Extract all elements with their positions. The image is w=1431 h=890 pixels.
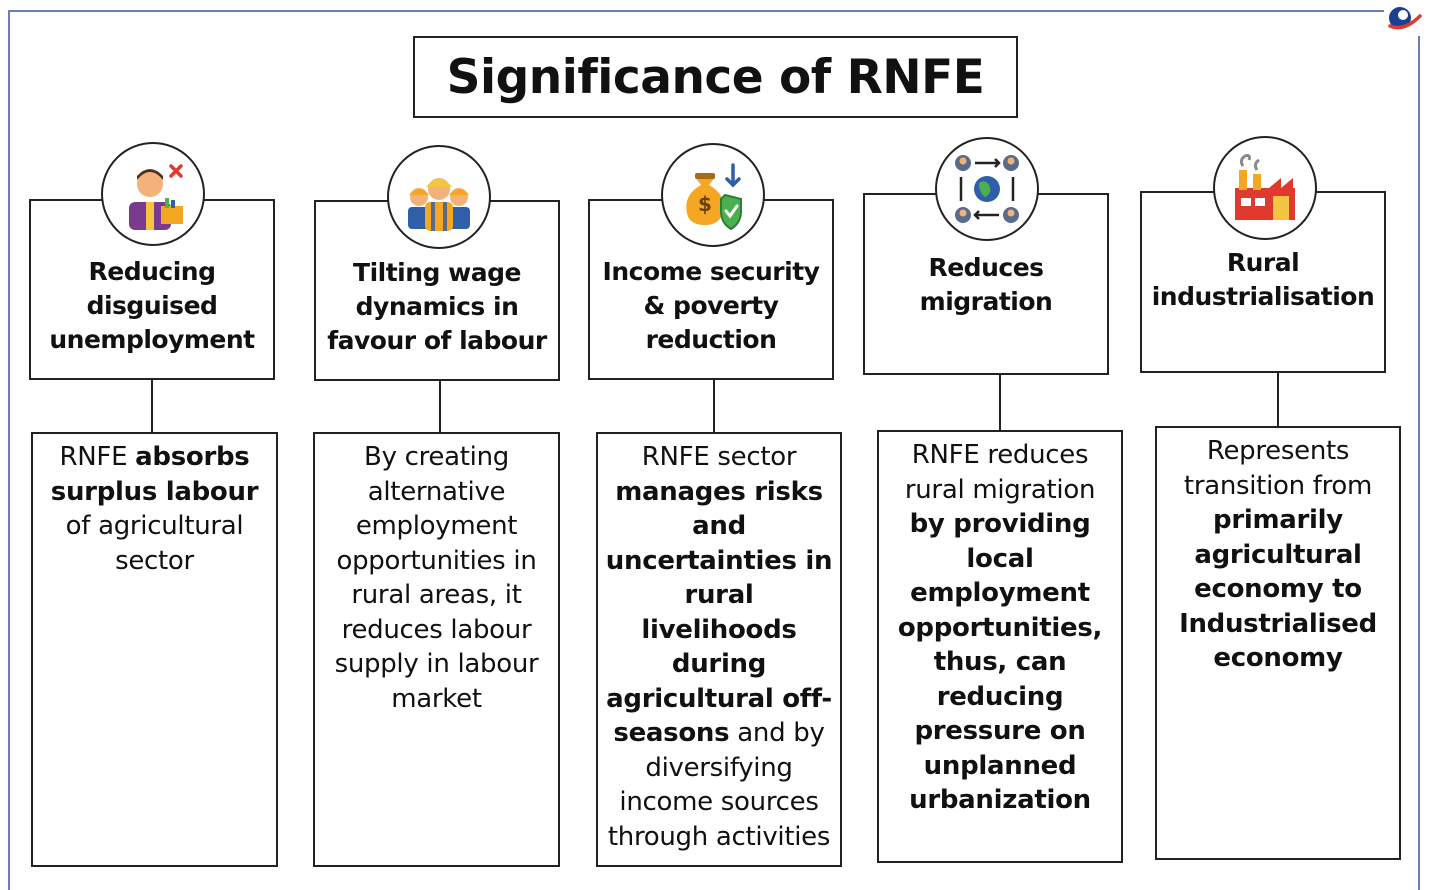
description-box-1: RNFE absorbs surplus labour of agricultu… bbox=[31, 432, 278, 867]
description-box-3: RNFE sector manages risks and uncertaint… bbox=[596, 432, 842, 867]
description-regular-text: By creating alternative employment oppor… bbox=[334, 442, 539, 714]
heading-text: Income security & poverty reduction bbox=[602, 256, 820, 354]
description-text: RNFE sector manages risks and uncertaint… bbox=[605, 442, 833, 852]
description-text: RNFE absorbs surplus labour of agricultu… bbox=[50, 442, 259, 576]
page-title: Significance of RNFE bbox=[413, 36, 1018, 118]
svg-text:$: $ bbox=[698, 192, 712, 216]
connector-line bbox=[999, 375, 1001, 431]
heading-box-1: Reducing disguised unemployment bbox=[29, 199, 275, 380]
description-text: Represents transition from primarily agr… bbox=[1179, 436, 1377, 673]
connector-line bbox=[1277, 373, 1279, 427]
description-box-2: By creating alternative employment oppor… bbox=[313, 432, 560, 867]
description-regular-text: RNFE bbox=[59, 442, 136, 472]
worker-disguised-icon bbox=[101, 142, 205, 246]
description-box-5: Represents transition from primarily agr… bbox=[1155, 426, 1401, 860]
heading-text: Tilting wage dynamics in favour of labou… bbox=[327, 257, 547, 355]
heading-text: Rural industrialisation bbox=[1151, 248, 1375, 311]
description-text: By creating alternative employment oppor… bbox=[335, 442, 539, 714]
description-bold-text: by providing local employment opportunit… bbox=[897, 509, 1103, 815]
description-regular-text: RNFE reduces rural migration bbox=[904, 440, 1096, 505]
heading-text: Reducing disguised unemployment bbox=[49, 256, 255, 354]
brand-logo-icon bbox=[1384, 2, 1424, 36]
description-bold-text: manages risks and uncertainties in rural… bbox=[605, 476, 833, 749]
description-box-4: RNFE reduces rural migration by providin… bbox=[877, 430, 1123, 863]
description-regular-text: and by diversifying income sources throu… bbox=[607, 718, 831, 852]
description-bold-text: primarily agricultural economy to Indust… bbox=[1179, 505, 1377, 673]
factory-icon bbox=[1213, 136, 1317, 240]
connector-line bbox=[713, 380, 715, 433]
heading-text: Reduces migration bbox=[919, 253, 1053, 316]
description-regular-text: Represents transition from bbox=[1183, 436, 1373, 501]
money-bag-shield-icon: $ bbox=[661, 143, 765, 247]
description-regular-text: of agricultural sector bbox=[65, 511, 244, 576]
description-regular-text: RNFE sector bbox=[641, 442, 797, 472]
connector-line bbox=[151, 380, 153, 433]
globe-migration-icon bbox=[935, 137, 1039, 241]
labourers-group-icon bbox=[387, 145, 491, 249]
description-bold-text: absorbs surplus labour bbox=[50, 442, 259, 507]
description-text: RNFE reduces rural migration by providin… bbox=[897, 440, 1103, 815]
page-frame bbox=[8, 10, 1420, 890]
connector-line bbox=[439, 381, 441, 433]
